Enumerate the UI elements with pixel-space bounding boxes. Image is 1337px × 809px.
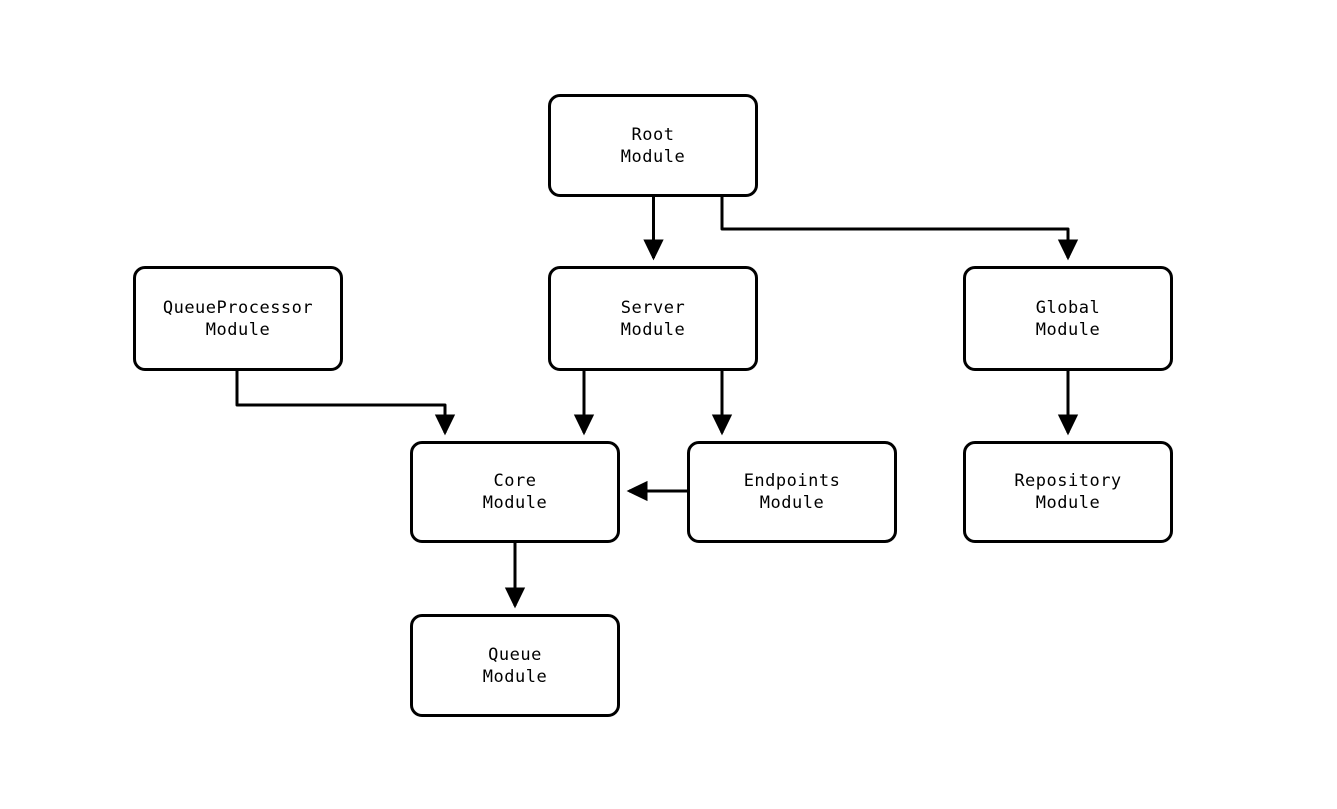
node-global-module-label: Global Module <box>1035 297 1101 340</box>
node-queue-module[interactable]: Queue Module <box>410 614 620 717</box>
node-queueprocessor-module-label: QueueProcessor Module <box>162 297 314 340</box>
node-queue-module-label: Queue Module <box>482 644 548 687</box>
node-server-module[interactable]: Server Module <box>548 266 758 371</box>
node-repository-module[interactable]: Repository Module <box>963 441 1173 543</box>
node-endpoints-module-label: Endpoints Module <box>743 471 841 513</box>
edge-root-to-global <box>720 197 1079 261</box>
node-repository-module-label: Repository Module <box>1014 471 1122 513</box>
node-server-module-label: Server Module <box>620 297 686 340</box>
node-root-module[interactable]: Root Module <box>548 94 758 197</box>
node-endpoints-module[interactable]: Endpoints Module <box>687 441 897 543</box>
edge-queueprocessor-to-core <box>235 371 456 436</box>
node-core-module[interactable]: Core Module <box>410 441 620 543</box>
node-queueprocessor-module[interactable]: QueueProcessor Module <box>133 266 343 371</box>
node-global-module[interactable]: Global Module <box>963 266 1173 371</box>
node-core-module-label: Core Module <box>482 471 548 513</box>
node-root-module-label: Root Module <box>620 124 686 167</box>
